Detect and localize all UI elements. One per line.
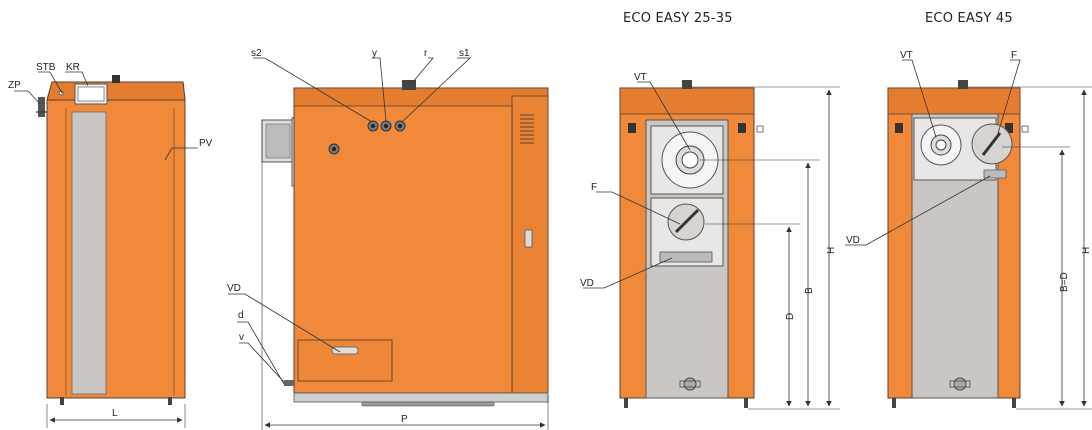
label-vd-25-35: VD [580, 278, 594, 289]
label-l: L [112, 408, 118, 419]
front-view-eco-easy-25-35 [583, 80, 840, 410]
label-vd-side: VD [227, 283, 241, 294]
label-h-45: H [1081, 247, 1092, 254]
label-y: y [372, 48, 377, 59]
label-h-25-35: H [826, 247, 837, 254]
label-f-25-35: F [591, 182, 597, 193]
label-b-dimension: B [804, 287, 815, 294]
title-eco-easy-25-35: ECO EASY 25-35 [623, 11, 733, 26]
label-kr: KR [66, 62, 80, 73]
label-vt-25-35: VT [634, 72, 647, 83]
title-eco-easy-45: ECO EASY 45 [925, 11, 1013, 26]
label-vt-45: VT [900, 50, 913, 61]
label-vd-45: VD [846, 235, 860, 246]
label-d-small: d [238, 310, 244, 321]
label-zp: ZP [8, 80, 21, 91]
label-p: P [401, 414, 408, 425]
label-s1: s1 [459, 48, 470, 59]
label-b-eq-d: B=D [1059, 272, 1070, 292]
label-s2: s2 [251, 48, 262, 59]
front-view-eco-easy-45 [845, 59, 1092, 410]
label-r: r [424, 48, 428, 59]
label-d-dimension: D [785, 313, 796, 320]
label-v: v [239, 332, 244, 343]
label-stb: STB [36, 62, 56, 73]
side-view-left [14, 71, 198, 428]
label-pv: PV [199, 138, 213, 149]
label-f-45: F [1011, 50, 1017, 61]
side-view-wide [228, 57, 549, 430]
